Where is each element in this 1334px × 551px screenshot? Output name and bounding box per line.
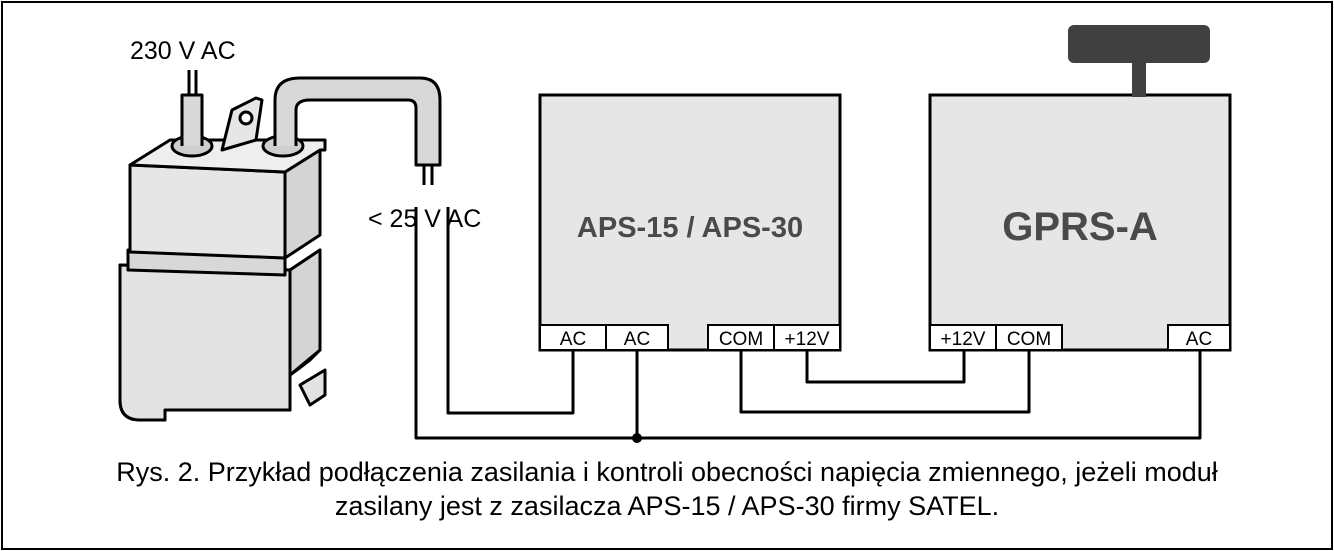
psu-terminal-com: COM bbox=[719, 329, 763, 350]
psu-terminal-ac-2: AC bbox=[624, 329, 650, 350]
module-title: GPRS-A bbox=[1002, 205, 1158, 249]
figure-caption: Rys. 2. Przykład podłączenia zasilania i… bbox=[0, 455, 1334, 523]
caption-line-2: zasilany jest z zasilacza APS-15 / APS-3… bbox=[334, 491, 1000, 521]
module-terminal-ac: AC bbox=[1186, 329, 1212, 350]
junction-dot bbox=[632, 433, 642, 443]
wire-ac-common bbox=[414, 207, 1202, 440]
module-terminal-com: COM bbox=[1007, 329, 1051, 350]
wire-com bbox=[739, 350, 1031, 414]
antenna-mast bbox=[1132, 60, 1146, 97]
wire-12v bbox=[805, 350, 966, 384]
module-terminal-12v: +12V bbox=[941, 329, 986, 350]
antenna-icon bbox=[1068, 25, 1210, 63]
psu-terminal-ac-1: AC bbox=[560, 329, 586, 350]
wires bbox=[414, 207, 1202, 440]
mains-voltage-label: 230 V AC bbox=[130, 37, 236, 65]
caption-line-1: Rys. 2. Przykład podłączenia zasilania i… bbox=[116, 457, 1218, 487]
psu-box bbox=[538, 93, 842, 352]
psu-terminal-12v: +12V bbox=[785, 329, 830, 350]
secondary-voltage-label: < 25 V AC bbox=[368, 205, 481, 233]
module-box bbox=[928, 93, 1232, 352]
transformer bbox=[118, 70, 442, 422]
wire-ac-psu bbox=[446, 207, 575, 415]
psu-title: APS-15 / APS-30 bbox=[577, 212, 803, 244]
